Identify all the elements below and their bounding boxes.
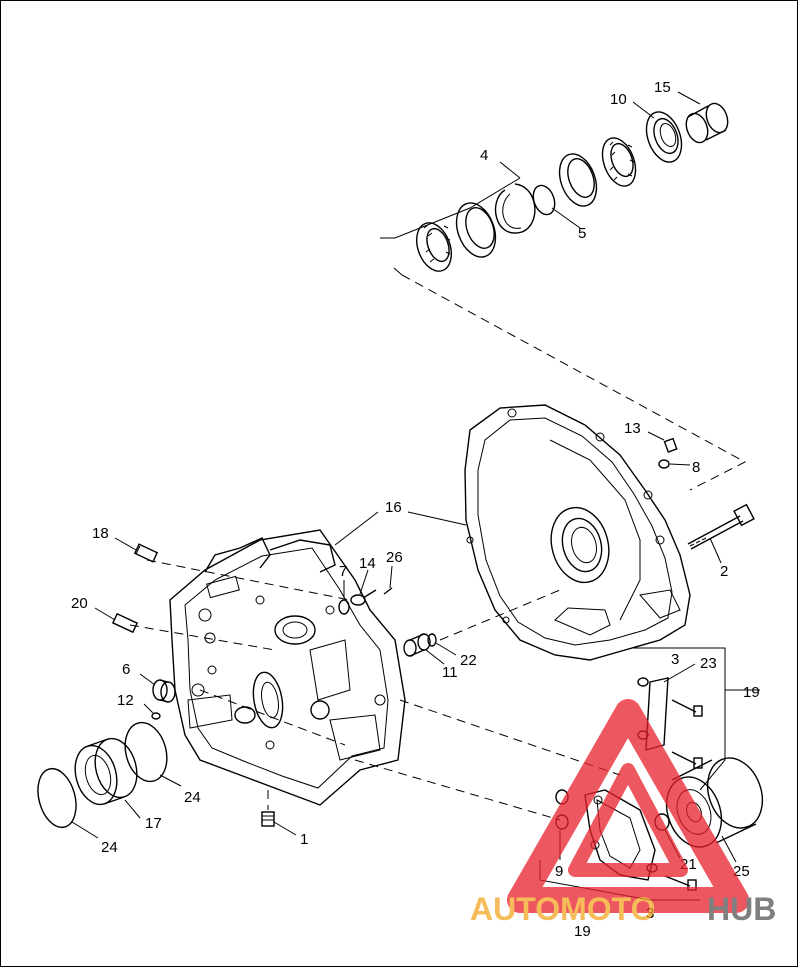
- o-ring-22: [427, 633, 437, 647]
- screw-26: [383, 587, 393, 595]
- callout-14: 14: [359, 555, 376, 572]
- watermark-triangle-icon: [507, 699, 749, 913]
- roller-bearing-right: [601, 137, 637, 187]
- callout-7: 7: [339, 563, 347, 580]
- o-ring-7: [338, 599, 350, 615]
- snap-ring: [494, 183, 536, 234]
- spacer-sleeve: [685, 102, 729, 144]
- callout-5: 5: [578, 225, 586, 242]
- sensor-fitting: [111, 612, 139, 634]
- callout-10: 10: [610, 91, 627, 108]
- callout-1: 1: [300, 831, 308, 848]
- callout-19-bottom: 19: [574, 923, 591, 940]
- bearing-sleeve: [558, 153, 598, 207]
- callout-20: 20: [71, 595, 88, 612]
- small-pin: [151, 712, 161, 720]
- retaining-ring-inner: [124, 721, 168, 783]
- callout-labels: 1 2 3 3 4 5 6 7 8 9 10 11 12 13 14 15 16…: [71, 79, 760, 940]
- drain-plug: [261, 790, 275, 827]
- case-bolt: [687, 503, 755, 550]
- callout-3-bottom: 3: [646, 905, 654, 922]
- callout-12: 12: [117, 692, 134, 709]
- callout-3-top: 3: [671, 651, 679, 668]
- callout-17: 17: [145, 815, 162, 832]
- dowel-pin: [658, 437, 678, 469]
- callout-25: 25: [733, 863, 750, 880]
- left-crankcase-half: [169, 529, 406, 806]
- main-bearing: [74, 737, 138, 806]
- bearing-race: [455, 202, 497, 258]
- right-crankcase-half: [464, 404, 691, 661]
- callout-26: 26: [386, 549, 403, 566]
- breather-fitting: [133, 543, 159, 563]
- callout-6: 6: [122, 661, 130, 678]
- watermark-word-automoto: AUTOMOTO: [470, 891, 655, 927]
- callout-15: 15: [654, 79, 671, 96]
- oil-seal: [645, 111, 683, 163]
- callout-13: 13: [624, 420, 641, 437]
- thrust-washer: [532, 184, 556, 216]
- callout-18: 18: [92, 525, 109, 542]
- callout-24-right: 24: [184, 789, 201, 806]
- assembly-lines: [129, 177, 747, 821]
- callout-9: 9: [555, 863, 563, 880]
- leader-lines: [71, 91, 737, 863]
- bearing-kit: [416, 102, 729, 272]
- callout-24-left: 24: [101, 839, 118, 856]
- callout-22: 22: [460, 652, 477, 669]
- needle-bearing: [152, 679, 176, 703]
- callout-23: 23: [700, 655, 717, 672]
- watermark-word-hub: HUB: [707, 891, 776, 927]
- callout-16: 16: [385, 499, 402, 516]
- callout-2: 2: [720, 563, 728, 580]
- callout-4: 4: [480, 147, 488, 164]
- callout-8: 8: [692, 459, 700, 476]
- dowel-11: [403, 633, 431, 657]
- roller-bearing-left: [416, 222, 452, 272]
- callout-19-right: 19: [743, 684, 760, 701]
- check-valve-14: [350, 589, 377, 606]
- retaining-ring-outer: [37, 767, 77, 829]
- watermark-logo: AUTOMOTO HUB: [470, 699, 776, 927]
- callout-11: 11: [442, 664, 458, 681]
